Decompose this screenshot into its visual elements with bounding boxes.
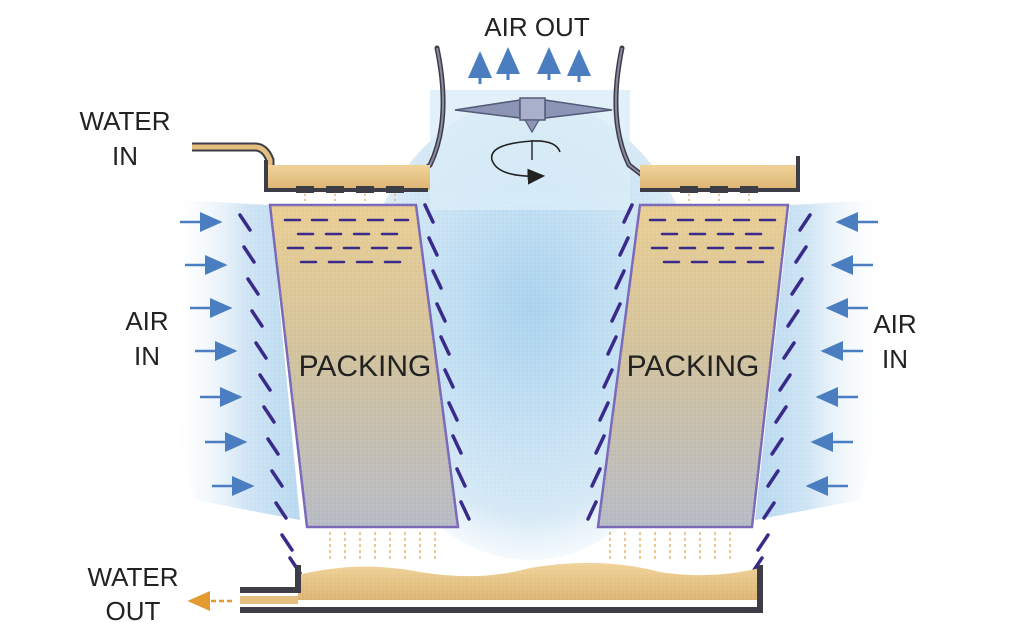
packing-block-left: PACKING	[268, 203, 460, 529]
air-in-arrows-left	[180, 212, 255, 496]
water-inlet-pipe	[192, 142, 275, 180]
louvers	[238, 203, 812, 575]
distribution-tray-right	[640, 156, 800, 193]
fan-stack	[402, 45, 658, 188]
air-in-arrows-right	[805, 212, 878, 496]
rotation-arrow	[490, 140, 561, 185]
packing-block-right: PACKING	[596, 203, 790, 529]
tray-drips	[304, 194, 750, 204]
water-out-label-line1: WATER	[88, 562, 179, 592]
fan	[454, 97, 613, 185]
air-in-right-label-line2: IN	[882, 344, 908, 374]
water-out-label-line2: OUT	[106, 596, 161, 626]
distribution-tray-left	[264, 160, 430, 193]
water-in-label-line1: WATER	[80, 106, 171, 136]
water-in-label-line2: IN	[112, 141, 138, 171]
air-out-label: AIR OUT	[484, 12, 590, 42]
water-basin	[240, 562, 763, 613]
packing-label-left: PACKING	[299, 350, 432, 383]
air-out-arrows	[468, 47, 591, 84]
air-in-left-label-line1: AIR	[125, 306, 168, 336]
packing-label-right: PACKING	[627, 350, 760, 383]
air-in-right-label-line1: AIR	[873, 309, 916, 339]
air-in-left-label-line2: IN	[134, 341, 160, 371]
water-drips	[329, 532, 731, 562]
